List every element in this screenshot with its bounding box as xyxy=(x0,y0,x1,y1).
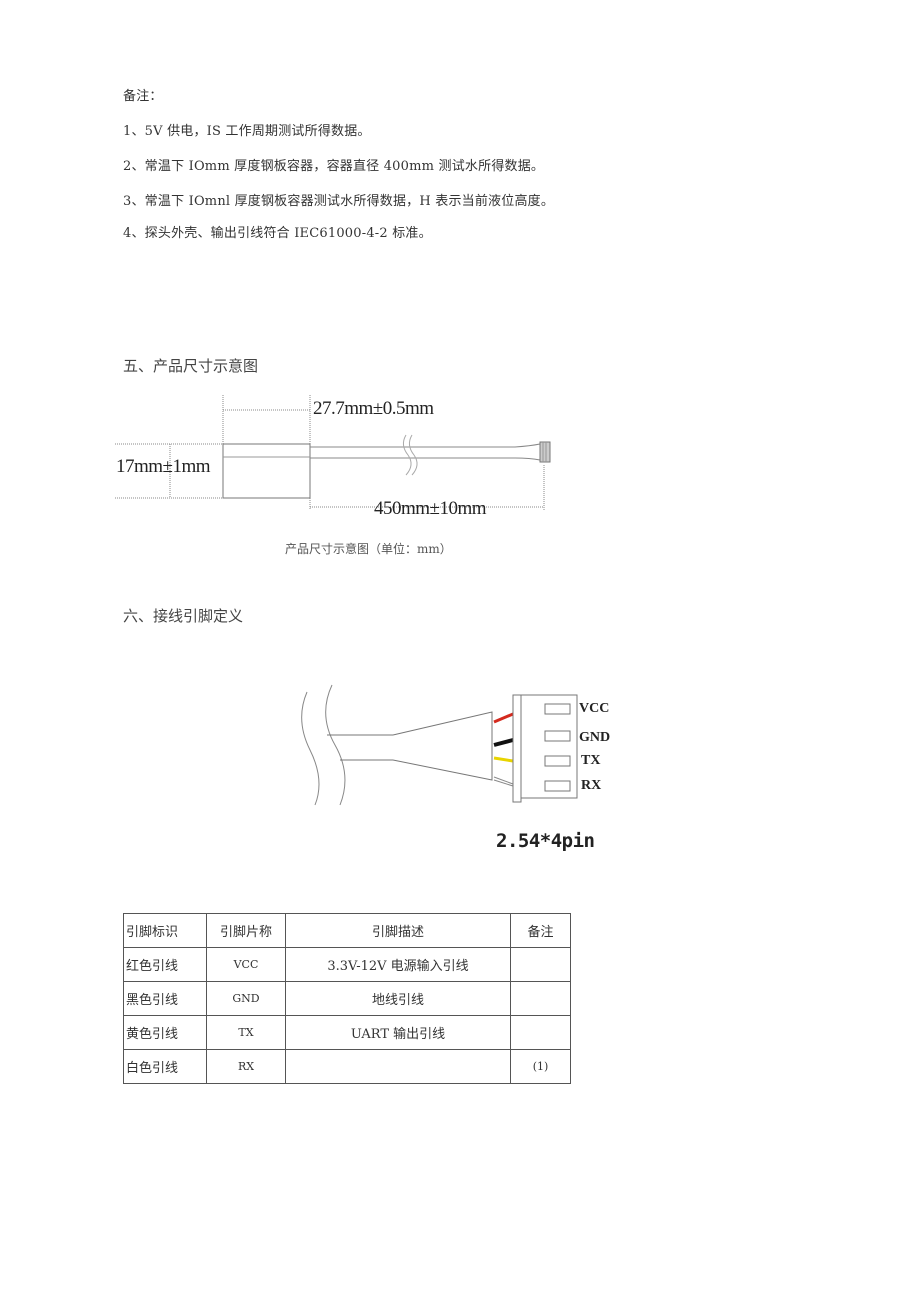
cell-pin-name: GND xyxy=(206,981,286,1016)
cell-pin-desc: 地线引线 xyxy=(285,981,511,1016)
pin-label-rx: RX xyxy=(581,778,602,793)
table-row: 红色引线 VCC 3.3V-12V 电源输入引线 xyxy=(123,947,571,982)
cable-length-label: 450mm±10mm xyxy=(374,498,487,519)
pin-label-tx: TX xyxy=(581,753,601,768)
note-item-4: 4、探头外壳、输出引线符合 IEC61000-4-2 标准。 xyxy=(123,226,432,241)
cell-pin-id: 黄色引线 xyxy=(123,1015,207,1050)
section-heading-dimensions: 五、产品尺寸示意图 xyxy=(123,357,259,375)
header-remark: 备注 xyxy=(510,913,571,948)
diameter-dimension-label: 17mm±1mm xyxy=(116,456,211,477)
header-pin-desc: 引脚描述 xyxy=(285,913,511,948)
connector-size-label: 2.54*4pin xyxy=(496,830,595,852)
cell-remark xyxy=(510,947,571,982)
note-item-1: 1、5V 供电，IS 工作周期测试所得数据。 xyxy=(123,124,371,139)
table-row: 白色引线 RX (1) xyxy=(123,1049,571,1084)
pin-definition-table: 引脚标识 引脚片称 引脚描述 备注 红色引线 VCC 3.3V-12V 电源输入… xyxy=(123,913,571,1084)
pin-label-vcc: VCC xyxy=(579,701,610,716)
header-pin-id: 引脚标识 xyxy=(123,913,207,948)
cell-pin-id: 红色引线 xyxy=(123,947,207,982)
length-dimension-label: 27.7mm±0.5mm xyxy=(313,398,434,419)
section-heading-pinout: 六、接线引脚定义 xyxy=(123,607,244,625)
cell-pin-id: 白色引线 xyxy=(123,1049,207,1084)
pin-label-gnd: GND xyxy=(579,730,611,745)
cell-pin-desc: 3.3V-12V 电源输入引线 xyxy=(285,947,511,982)
notes-title: 备注： xyxy=(123,89,163,104)
cell-pin-name: VCC xyxy=(206,947,286,982)
table-header-row: 引脚标识 引脚片称 引脚描述 备注 xyxy=(123,913,571,948)
cell-pin-desc xyxy=(285,1049,511,1084)
cell-remark xyxy=(510,981,571,1016)
connector-drawing: VCC GND TX RX xyxy=(290,680,610,810)
table-row: 黑色引线 GND 地线引线 xyxy=(123,981,571,1016)
cell-remark xyxy=(510,1015,571,1050)
cell-pin-name: RX xyxy=(206,1049,286,1084)
dimension-diagram: 27.7mm±0.5mm 17mm±1mm 450mm±10mm xyxy=(110,380,580,530)
cell-pin-id: 黑色引线 xyxy=(123,981,207,1016)
note-item-2: 2、常温下 IOmm 厚度钢板容器，容器直径 400mm 测试水所得数据。 xyxy=(123,159,545,174)
header-pin-name: 引脚片称 xyxy=(206,913,286,948)
note-item-3: 3、常温下 IOmnl 厚度钢板容器测试水所得数据，H 表示当前液位高度。 xyxy=(123,194,555,209)
cell-remark: (1) xyxy=(510,1049,571,1084)
diagram-caption: 产品尺寸示意图（单位：mm） xyxy=(285,542,452,556)
probe-drawing xyxy=(115,395,551,510)
cell-pin-name: TX xyxy=(206,1015,286,1050)
table-row: 黄色引线 TX UART 输出引线 xyxy=(123,1015,571,1050)
cell-pin-desc: UART 输出引线 xyxy=(285,1015,511,1050)
